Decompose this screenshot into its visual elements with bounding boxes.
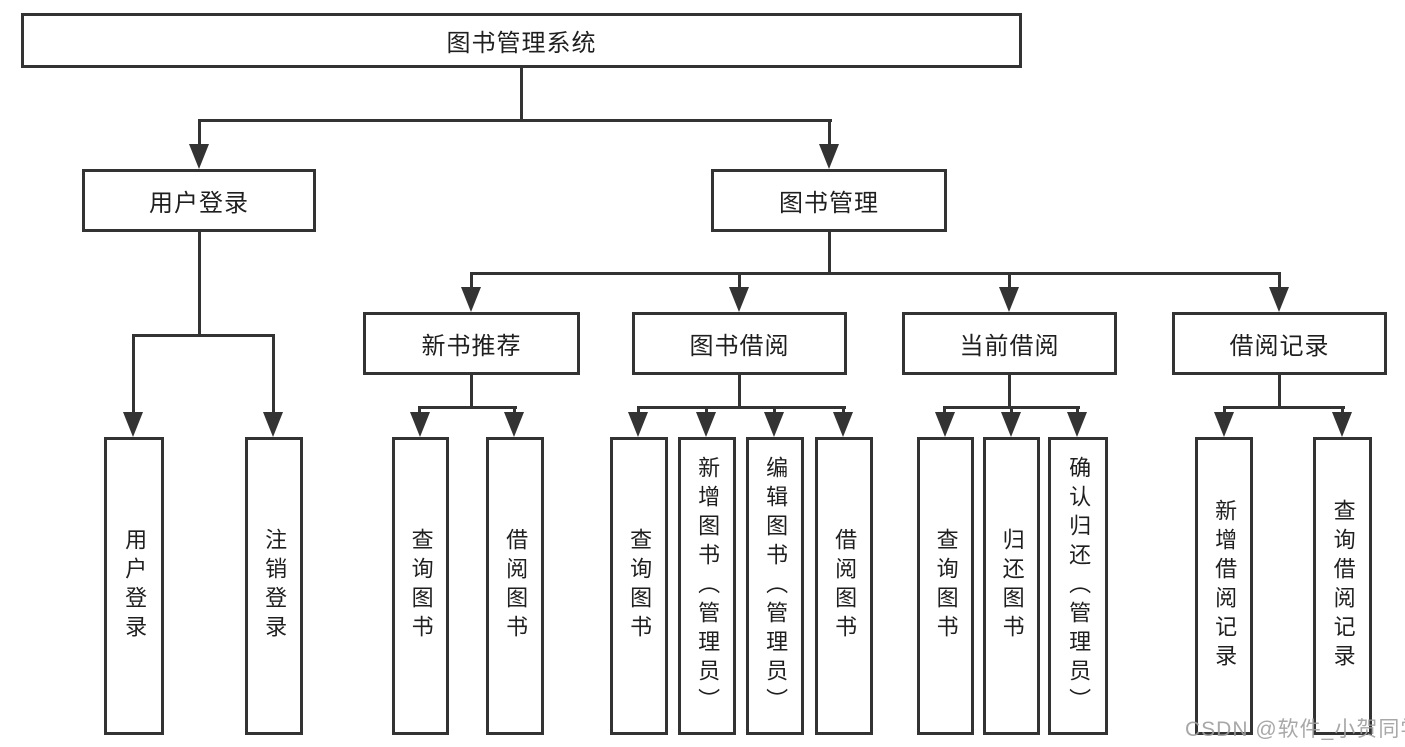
node-borrow-record-label: 借阅记录 <box>1229 333 1330 360</box>
leaf-query-borrow-record: 查询借阅记录 <box>1313 437 1372 735</box>
connector-stub <box>198 119 201 147</box>
connector-stub <box>132 334 135 414</box>
connector-stub <box>1076 406 1079 415</box>
arrow-down-icon <box>461 287 481 312</box>
arrow-down-icon <box>1332 412 1352 437</box>
connector-borrowrecord-vline <box>1278 375 1281 408</box>
arrow-down-icon <box>729 287 749 312</box>
connector-stub <box>738 272 741 289</box>
leaf-query-book-borrow: 查询图书 <box>610 437 668 735</box>
leaf-user-login: 用户登录 <box>104 437 164 735</box>
arrow-down-icon <box>504 412 524 437</box>
leaf-borrow-book-recommend: 借阅图书 <box>486 437 544 735</box>
leaf-query-book-recommend: 查询图书 <box>392 437 449 735</box>
connector-bookborrow-vline <box>738 375 741 408</box>
arrow-down-icon <box>410 412 430 437</box>
connector-stub <box>1010 406 1013 415</box>
leaf-query-book-recommend-label: 查询图书 <box>408 528 434 644</box>
leaf-edit-book-admin-label: 编辑图书（管理员） <box>763 455 789 717</box>
connector-stub <box>828 119 831 147</box>
arrow-down-icon <box>123 412 143 437</box>
node-book-management-label: 图书管理 <box>779 190 879 217</box>
connector-stub <box>1341 406 1344 415</box>
arrow-down-icon <box>999 287 1019 312</box>
arrow-down-icon <box>935 412 955 437</box>
connector-stub <box>705 406 708 415</box>
connector-stub <box>1278 272 1281 289</box>
arrow-down-icon <box>696 412 716 437</box>
connector-stub <box>1008 272 1011 289</box>
leaf-add-borrow-record-label: 新增借阅记录 <box>1212 499 1238 673</box>
leaf-confirm-return-admin: 确认归还（管理员） <box>1048 437 1108 735</box>
node-borrow-record: 借阅记录 <box>1172 312 1387 375</box>
connector-stub <box>418 406 421 415</box>
csdn-watermark: CSDN @软件_小贺同学 <box>1185 718 1405 741</box>
leaf-query-book-current: 查询图书 <box>917 437 974 735</box>
connector-borrowrecord-hline <box>1223 406 1345 409</box>
connector-stub <box>637 406 640 415</box>
connector-userlogin-vline <box>198 232 201 336</box>
leaf-confirm-return-admin-label: 确认归还（管理员） <box>1066 455 1092 717</box>
connector-bookmgmt-hline <box>470 272 1281 275</box>
node-current-borrow: 当前借阅 <box>902 312 1117 375</box>
connector-stub <box>943 406 946 415</box>
node-user-login: 用户登录 <box>82 169 316 232</box>
arrow-down-icon <box>1214 412 1234 437</box>
connector-root-vline <box>520 68 523 122</box>
connector-userlogin-hline <box>132 334 275 337</box>
connector-newbook-vline <box>470 375 473 408</box>
arrow-down-icon <box>764 412 784 437</box>
leaf-logout-label: 注销登录 <box>262 528 288 644</box>
connector-stub <box>272 334 275 414</box>
connector-root-hline <box>198 119 832 122</box>
node-root: 图书管理系统 <box>21 13 1022 68</box>
node-new-book-recommend: 新书推荐 <box>363 312 580 375</box>
connector-bookmgmt-vline <box>828 232 831 274</box>
connector-currentborrow-vline <box>1008 375 1011 408</box>
node-current-borrow-label: 当前借阅 <box>959 333 1060 360</box>
leaf-return-book-label: 归还图书 <box>999 528 1025 644</box>
arrow-down-icon <box>1001 412 1021 437</box>
leaf-logout: 注销登录 <box>245 437 303 735</box>
node-user-login-label: 用户登录 <box>149 190 249 217</box>
leaf-add-book-admin: 新增图书（管理员） <box>678 437 736 735</box>
leaf-query-book-current-label: 查询图书 <box>933 528 959 644</box>
connector-stub <box>1223 406 1226 415</box>
connector-stub <box>513 406 516 415</box>
leaf-add-borrow-record: 新增借阅记录 <box>1195 437 1253 735</box>
node-new-book-recommend-label: 新书推荐 <box>421 333 522 360</box>
leaf-query-borrow-record-label: 查询借阅记录 <box>1330 499 1356 673</box>
leaf-borrow-book-recommend-label: 借阅图书 <box>503 528 529 644</box>
leaf-borrow-book-2: 借阅图书 <box>815 437 873 735</box>
connector-stub <box>470 272 473 289</box>
leaf-user-login-label: 用户登录 <box>122 528 148 644</box>
leaf-add-book-admin-label: 新增图书（管理员） <box>695 455 721 717</box>
leaf-return-book: 归还图书 <box>983 437 1040 735</box>
arrow-down-icon <box>263 412 283 437</box>
arrow-down-icon <box>833 412 853 437</box>
leaf-query-book-borrow-label: 查询图书 <box>627 528 653 644</box>
arrow-down-icon <box>628 412 648 437</box>
arrow-down-icon <box>189 144 209 169</box>
node-book-management: 图书管理 <box>711 169 947 232</box>
arrow-down-icon <box>1269 287 1289 312</box>
connector-stub <box>773 406 776 415</box>
connector-newbook-hline <box>418 406 517 409</box>
connector-bookborrow-hline <box>637 406 846 409</box>
node-root-label: 图书管理系统 <box>446 30 597 57</box>
leaf-borrow-book-2-label: 借阅图书 <box>832 528 858 644</box>
arrow-down-icon <box>819 144 839 169</box>
leaf-edit-book-admin: 编辑图书（管理员） <box>746 437 804 735</box>
arrow-down-icon <box>1067 412 1087 437</box>
node-book-borrow: 图书借阅 <box>632 312 847 375</box>
node-book-borrow-label: 图书借阅 <box>689 333 790 360</box>
connector-stub <box>842 406 845 415</box>
